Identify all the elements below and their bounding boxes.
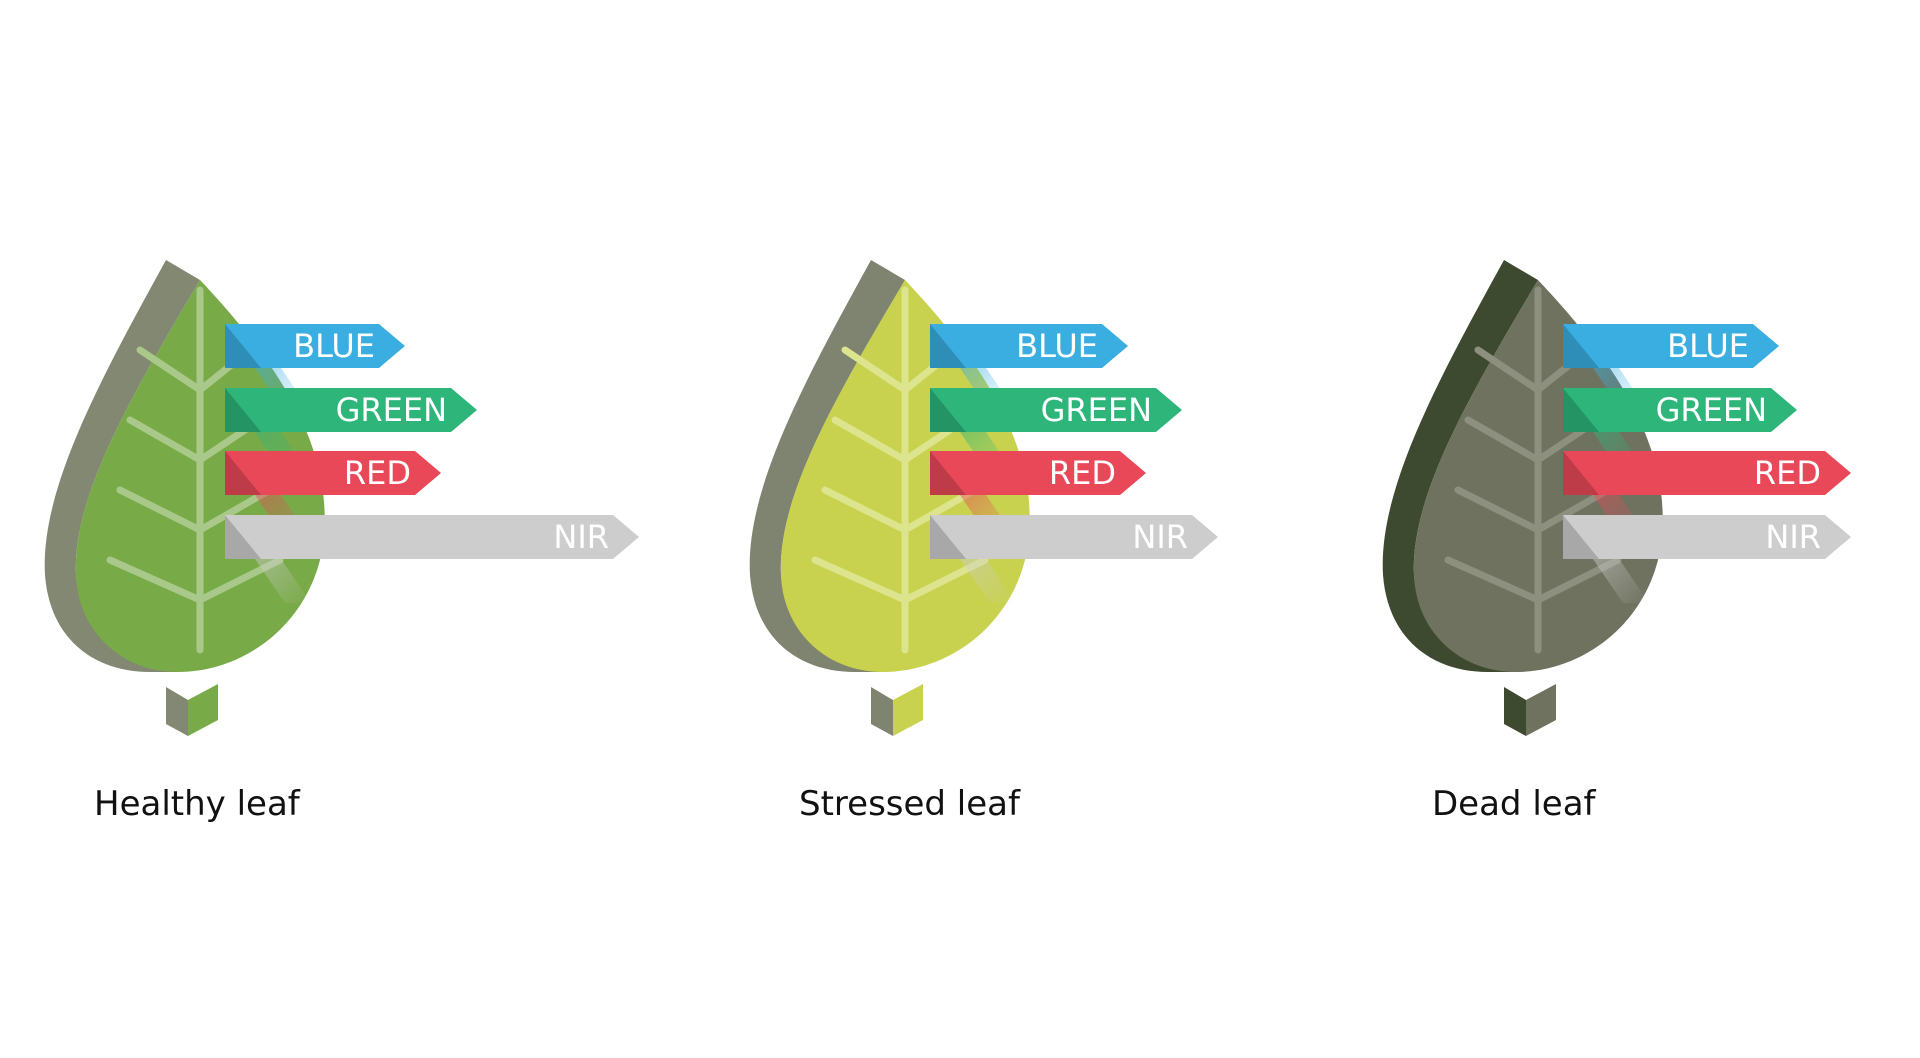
- band-arrow-nir: [225, 515, 639, 559]
- band-label-nir: NIR: [553, 518, 609, 556]
- band-arrow-shade: [1563, 451, 1599, 495]
- leaf-vein-left: [126, 416, 204, 464]
- band-label-nir: NIR: [1765, 518, 1821, 556]
- band-label-blue: BLUE: [1667, 327, 1749, 365]
- band-arrow-shade: [930, 451, 966, 495]
- leaf-vein-left: [116, 486, 204, 534]
- panel-3: BLUE GREEN RED NIR Dead leaf: [1382, 260, 1851, 824]
- band-arrow-blue: [1563, 324, 1779, 368]
- band-label-green: GREEN: [1041, 391, 1152, 429]
- panel-2: BLUE GREEN RED NIR Stressed leaf: [749, 260, 1218, 824]
- band-arrow-nir: [1563, 515, 1851, 559]
- leaf-vein-left: [1474, 346, 1542, 394]
- band-arrow-shade: [930, 324, 966, 368]
- leaf-stem-face: [1526, 684, 1556, 736]
- leaf-stem-side: [871, 687, 893, 736]
- panel-caption: Dead leaf: [1432, 784, 1597, 824]
- band-arrow-shade: [225, 515, 261, 559]
- leaf-vein-left: [831, 416, 909, 464]
- leaf-vein-left: [1454, 486, 1542, 534]
- leaf-vein-left: [1444, 556, 1542, 604]
- band-label-red: RED: [344, 454, 411, 492]
- leaf-stem-side: [1504, 687, 1526, 736]
- band-label-blue: BLUE: [1016, 327, 1098, 365]
- band-label-red: RED: [1049, 454, 1116, 492]
- band-arrow-shade: [1563, 324, 1599, 368]
- band-arrow-green: [225, 388, 477, 432]
- band-arrow-shade: [225, 388, 261, 432]
- band-arrow-shade: [930, 388, 966, 432]
- leaf-stem-face: [893, 684, 923, 736]
- band-arrow-green: [1563, 388, 1797, 432]
- panel-caption: Stressed leaf: [799, 784, 1021, 824]
- leaf-vein-left: [811, 556, 909, 604]
- band-arrow-red: [1563, 451, 1851, 495]
- panel-1: BLUE GREEN RED NIR Healthy leaf: [44, 260, 639, 824]
- band-arrow-red: [225, 451, 441, 495]
- band-arrow-nir: [930, 515, 1218, 559]
- band-arrow-red: [930, 451, 1146, 495]
- band-arrow-green: [930, 388, 1182, 432]
- band-label-green: GREEN: [336, 391, 447, 429]
- band-arrow-shade: [225, 451, 261, 495]
- panel-caption: Healthy leaf: [94, 784, 301, 824]
- leaf-stem-face: [188, 684, 218, 736]
- band-arrow-blue: [225, 324, 405, 368]
- band-label-blue: BLUE: [293, 327, 375, 365]
- leaf-vein-left: [106, 556, 204, 604]
- band-label-nir: NIR: [1132, 518, 1188, 556]
- leaf-stem-side: [166, 687, 188, 736]
- leaf-vein-left: [841, 346, 909, 394]
- band-arrow-shade: [930, 515, 966, 559]
- leaf-edge: [44, 260, 200, 672]
- band-arrow-blue: [930, 324, 1128, 368]
- band-arrow-shade: [1563, 515, 1599, 559]
- band-label-red: RED: [1754, 454, 1821, 492]
- band-arrow-shade: [1563, 388, 1599, 432]
- band-label-green: GREEN: [1656, 391, 1767, 429]
- panels-layer: BLUE GREEN RED NIR Healthy leaf BLUE GREEN RED N…: [44, 260, 1851, 824]
- band-arrow-shade: [225, 324, 261, 368]
- leaf-vein-left: [1464, 416, 1542, 464]
- leaf-edge: [749, 260, 905, 672]
- leaf-edge: [1382, 260, 1538, 672]
- leaf-vein-left: [136, 346, 204, 394]
- leaf-vein-left: [821, 486, 909, 534]
